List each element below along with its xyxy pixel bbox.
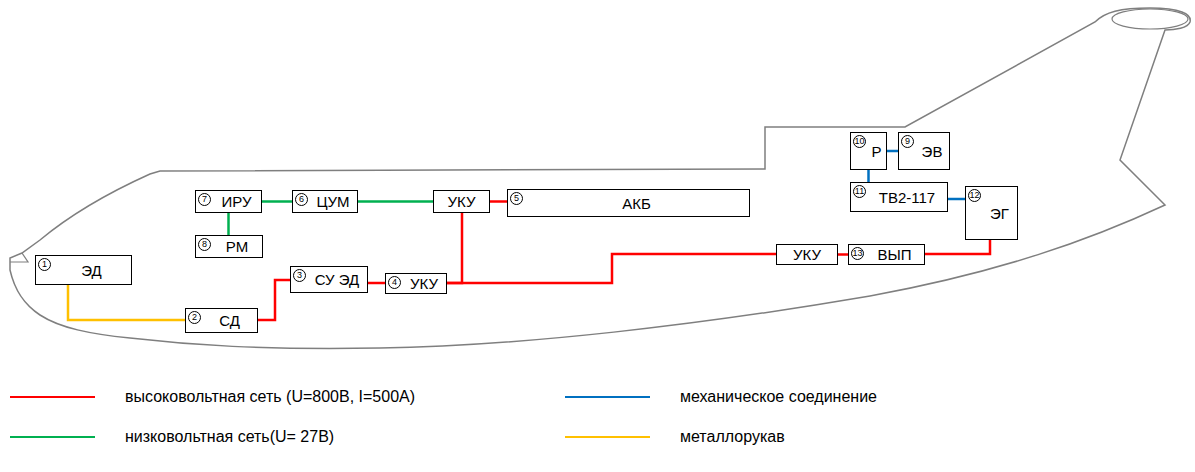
legend-text: высоковольтная сеть (U=800В, I=500А) (125, 388, 415, 406)
callout-number: 11 (853, 185, 866, 198)
component-box: 3 СУ ЭД (290, 266, 368, 293)
connection-line (925, 240, 990, 254)
callout-number: 3 (293, 269, 306, 282)
component-box: 11 ТВ2-117 (850, 182, 948, 212)
callout-number: 8 (198, 238, 211, 251)
component-box: 2 СД (185, 308, 258, 333)
connection-line (838, 253, 848, 256)
component-label: ЦУМ (316, 193, 349, 210)
legend-swatch (565, 396, 650, 398)
connection-line (887, 150, 898, 153)
connection-line (358, 200, 433, 203)
connection-line (68, 285, 185, 320)
component-box: 12ЭГ (965, 186, 1018, 240)
component-label: ЭГ (990, 205, 1009, 222)
connection-line (447, 213, 462, 283)
component-label: ТВ2-117 (879, 189, 935, 206)
component-label: РМ (226, 238, 248, 255)
connection-line (490, 200, 507, 203)
component-label: ВЫП (877, 246, 911, 263)
component-label: УКУ (448, 193, 476, 210)
component-box: 6 ЦУМ (292, 190, 358, 213)
callout-number: 6 (295, 193, 308, 206)
connection-line (262, 200, 292, 203)
component-label: СД (219, 312, 240, 329)
component-label: АКБ (622, 195, 651, 212)
fuselage-outline (10, 8, 1190, 348)
component-box: 8 РМ (195, 235, 263, 258)
component-label: ЭД (81, 262, 101, 279)
callout-number: 4 (388, 276, 401, 289)
component-box: 5 АКБ (507, 189, 750, 217)
fin-tip (1112, 9, 1188, 29)
callout-number: 10 (853, 135, 866, 148)
callout-number: 9 (901, 135, 914, 148)
legend-swatch (10, 396, 95, 398)
component-label: Р (871, 143, 881, 160)
component-box: УКУ (433, 190, 490, 213)
component-label: СУ ЭД (315, 271, 359, 288)
callout-number: 13 (851, 247, 864, 260)
callout-number: 12 (968, 189, 981, 202)
component-box: 13 ВЫП (848, 244, 925, 265)
connection-line (258, 280, 290, 320)
callout-number: 5 (510, 192, 523, 205)
component-box: 7 ИРУ (195, 190, 262, 213)
callout-number: 1 (38, 258, 51, 271)
connection-line (368, 282, 385, 285)
legend-text: механическое соединение (680, 388, 877, 406)
connection-line (948, 198, 965, 201)
nose-detail (10, 253, 28, 262)
legend-text: низковольтная сеть(U= 27В) (125, 428, 334, 446)
component-box: 9ЭВ (898, 132, 950, 170)
callout-number: 7 (198, 193, 211, 206)
component-box: 10Р (850, 132, 887, 170)
connection-line (447, 254, 776, 283)
connection-line (227, 213, 230, 235)
component-box: 4 УКУ (385, 273, 447, 294)
component-box: 1 ЭД (35, 255, 132, 285)
connection-line (867, 170, 870, 182)
component-label: УКУ (410, 275, 438, 292)
component-label: УКУ (793, 246, 821, 263)
component-box: УКУ (776, 244, 838, 265)
callout-number: 2 (188, 311, 201, 324)
legend-swatch (10, 436, 95, 438)
legend-text: металлорукав (680, 428, 785, 446)
component-label: ЭВ (922, 143, 943, 160)
legend-swatch (565, 436, 650, 438)
component-label: ИРУ (222, 193, 252, 210)
